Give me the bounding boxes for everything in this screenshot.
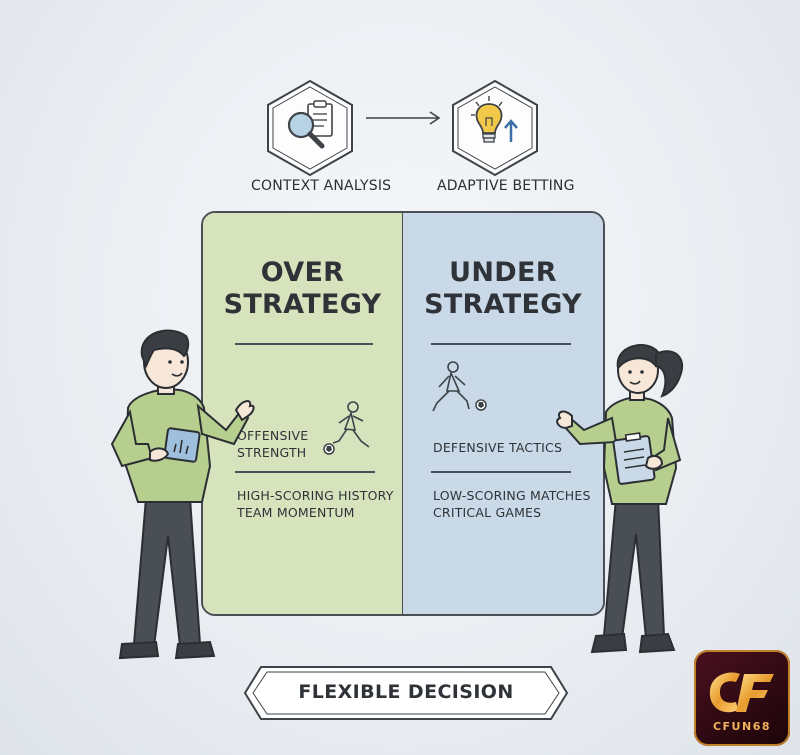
- under-title-line1: UNDER: [449, 257, 557, 288]
- item-line: HIGH-SCORING HISTORY: [237, 488, 394, 503]
- flexible-decision-banner: FLEXIBLE DECISION: [243, 665, 569, 721]
- item-line: LOW-SCORING MATCHES: [433, 488, 591, 503]
- svg-text:CFUN68: CFUN68: [713, 720, 771, 733]
- item-line: TEAM MOMENTUM: [237, 505, 355, 520]
- item-line: CRITICAL GAMES: [433, 505, 542, 520]
- context-analysis-label: CONTEXT ANALYSIS: [251, 178, 392, 194]
- under-strategy-title: UNDER STRATEGY: [403, 257, 603, 321]
- under-title-line2: STRATEGY: [424, 289, 582, 320]
- low-scoring-text: LOW-SCORING MATCHES CRITICAL GAMES: [433, 487, 591, 521]
- arrow-right-icon: [366, 111, 441, 125]
- cfun68-logo: CFUN68: [694, 650, 790, 746]
- magnifier-clipboard-icon: [264, 78, 356, 178]
- over-title-line2: STRATEGY: [223, 289, 382, 320]
- soccer-player-kicking-icon: [323, 401, 370, 455]
- adaptive-betting-label: ADAPTIVE BETTING: [437, 178, 575, 194]
- flexible-decision-label: FLEXIBLE DECISION: [298, 681, 514, 703]
- offensive-strength-text: OFFENSIVE STRENGTH: [237, 427, 308, 461]
- soccer-player-running-icon: [432, 361, 487, 412]
- under-strategy-section: UNDER STRATEGY DEFENSIVE TACTICS LOW-SCO…: [403, 213, 603, 614]
- lightbulb-up-arrow-icon: [449, 78, 541, 178]
- high-scoring-text: HIGH-SCORING HISTORY TEAM MOMENTUM: [237, 487, 394, 521]
- woman-with-clipboard-illustration: [556, 344, 683, 654]
- defensive-tactics-text: DEFENSIVE TACTICS: [433, 440, 563, 455]
- item-line: STRENGTH: [237, 445, 307, 460]
- divider: [431, 343, 571, 345]
- divider: [431, 471, 571, 473]
- strategy-panel: OVER STRATEGY OFFENSIVE STRENGTH HIG: [201, 211, 605, 616]
- over-strategy-section: OVER STRATEGY OFFENSIVE STRENGTH HIG: [203, 213, 403, 614]
- over-strategy-title: OVER STRATEGY: [203, 257, 402, 321]
- divider: [235, 471, 375, 473]
- over-title-line1: OVER: [260, 257, 345, 288]
- item-line: OFFENSIVE: [237, 428, 309, 443]
- man-with-tablet-illustration: [110, 329, 255, 660]
- divider: [235, 343, 373, 345]
